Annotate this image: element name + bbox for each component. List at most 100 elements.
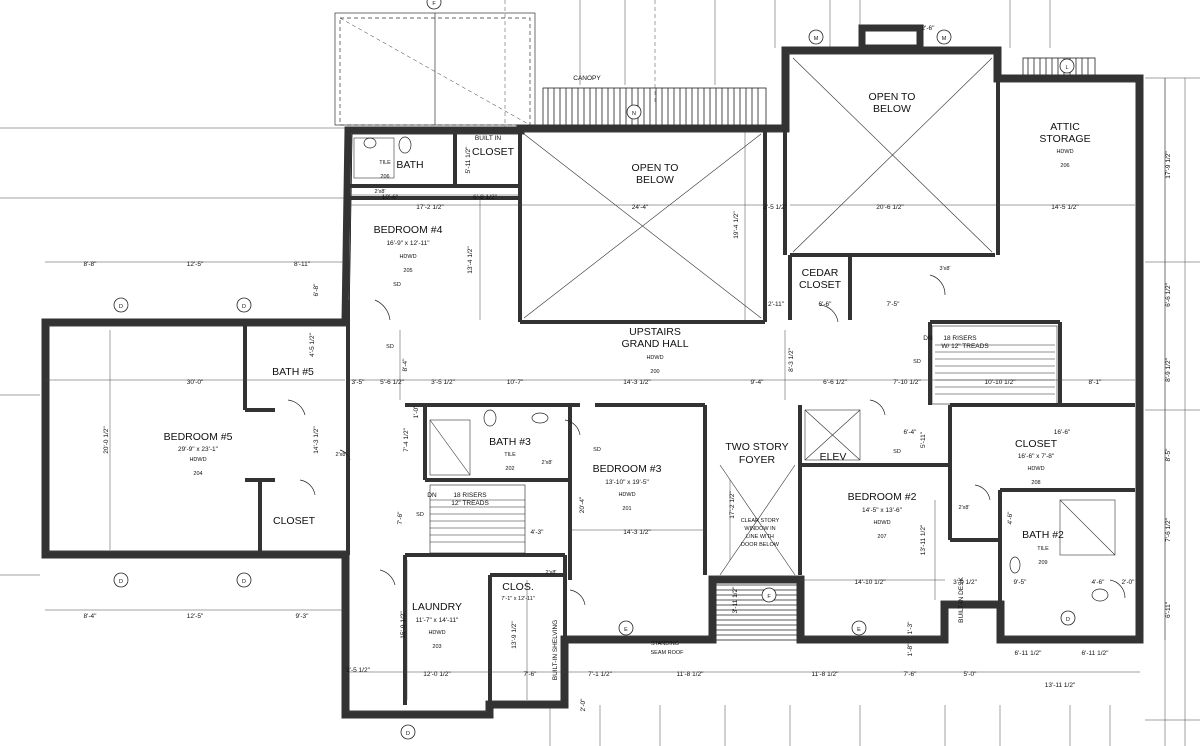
- interior-walls: [243, 78, 1135, 705]
- dim: 14'-5 1/2": [1051, 204, 1079, 211]
- dim: 14'-10 1/2": [854, 579, 886, 586]
- grid-letter: M: [942, 36, 947, 42]
- dim: 19'-4 1/2": [733, 211, 740, 239]
- finish-tag: HDWD: [399, 254, 416, 260]
- room-name-closet208: CLOSET: [1015, 438, 1058, 450]
- room-name-bath4: BATH: [396, 159, 423, 171]
- dim: 15'-9 1/2": [400, 611, 407, 639]
- finish-tag: HDWD: [1027, 466, 1044, 472]
- dim: 13'-9 1/2": [511, 621, 518, 649]
- dim: 9'-5": [1014, 579, 1028, 586]
- grid-letter: N: [632, 111, 636, 117]
- finish-tag: HDWD: [618, 492, 635, 498]
- open-below-right-line2: BELOW: [873, 103, 911, 115]
- note-canopy: CANOPY: [573, 75, 601, 82]
- finish-tag: HDWD: [873, 520, 890, 526]
- dim: 16'-6": [1054, 429, 1071, 436]
- dim: 14'-3 1/2": [623, 529, 651, 536]
- dim: 4'-6": [1007, 511, 1014, 525]
- exterior-walls-inner: [48, 53, 1137, 712]
- dim: 13'-4 1/2": [467, 246, 474, 274]
- note-dn: DN: [427, 492, 437, 499]
- room-name-foyer-2: FOYER: [739, 454, 776, 466]
- room-size: 11'-7" x 14'-11": [416, 617, 459, 624]
- room-number: 209: [1038, 560, 1047, 566]
- note-builtin: BUILT IN: [475, 135, 501, 142]
- plumbing-fixtures: [363, 136, 1109, 602]
- sd-tag: SD: [416, 512, 424, 518]
- sd-tag: SD: [893, 449, 901, 455]
- dim: 5'-0": [964, 671, 978, 678]
- dim: 8'-8": [84, 261, 98, 268]
- dim: 13'-11 1/2": [920, 524, 927, 555]
- dim: 5'-6 1/2": [380, 379, 404, 386]
- room-name-clos: CLOS.: [502, 581, 534, 593]
- room-name-closet: CLOSET: [472, 146, 515, 158]
- room-number: 206: [380, 174, 389, 180]
- grid-letter: E: [857, 627, 861, 633]
- dim: 5'-11": [920, 431, 927, 448]
- finish-tag: HDWD: [189, 457, 206, 463]
- dim: 4'-3": [531, 529, 545, 536]
- grid-bubbles: [113, 0, 1076, 740]
- room-name-attic-1: ATTIC: [1050, 121, 1080, 133]
- finish-tag: TILE: [379, 160, 391, 166]
- dim: 8'-1": [1089, 379, 1103, 386]
- dim: 1'-8": [907, 643, 914, 657]
- room-name-bath5: BATH #5: [272, 366, 314, 378]
- door-size: 3'x8': [940, 266, 951, 272]
- grid-letter: D: [406, 731, 410, 737]
- dim: 11'-8 1/2": [812, 671, 840, 678]
- dim: 6'-11 1/2": [1015, 650, 1043, 657]
- dim: 3'-5": [352, 379, 366, 386]
- door-size: 2'x8': [375, 189, 386, 195]
- dim: 17'-2 1/2": [729, 491, 736, 519]
- dim: 2'-5 1/2": [763, 204, 787, 211]
- door-size: 2'x8': [336, 452, 347, 458]
- dim: 10'-7": [507, 379, 524, 386]
- note-stairs: 12" TREADS: [451, 500, 489, 507]
- room-number: 205: [403, 268, 412, 274]
- dim: 8'-5": [1165, 448, 1172, 462]
- room-name-closet5: CLOSET: [273, 515, 316, 527]
- room-size: 16'-9" x 12'-11": [386, 240, 430, 247]
- dim: 6'-4": [904, 429, 918, 436]
- grid-letter: D: [119, 304, 123, 310]
- dim: 7'-6": [524, 671, 538, 678]
- grid-letter: D: [119, 579, 123, 585]
- dim: 12'-0 1/2": [423, 671, 451, 678]
- dim: 20'-0 1/2": [103, 426, 110, 454]
- dim: 8'-4": [402, 358, 409, 372]
- dim: 2'-0": [1122, 579, 1136, 586]
- note-clear-story: DOOR BELOW: [741, 542, 780, 548]
- finish-tag: HDWD: [646, 355, 663, 361]
- grid-letter: D: [242, 304, 246, 310]
- dim: 9'-3": [296, 613, 310, 620]
- dim: 17'-9 1/2": [1165, 151, 1172, 179]
- room-number: 200: [650, 369, 659, 375]
- note-desk: BUILT-IN DESK: [958, 576, 965, 622]
- dim: 24'-4": [632, 204, 649, 211]
- grid-letter: D: [1066, 617, 1070, 623]
- dim: 8'-9 1/2": [1165, 357, 1172, 381]
- door-size: 2'x8': [546, 570, 557, 576]
- dim: 6'-11": [1165, 601, 1172, 618]
- sd-tag: SD: [386, 344, 394, 350]
- room-number: 204: [193, 471, 202, 477]
- dim: 7'-6": [397, 511, 404, 525]
- room-number: 207: [877, 534, 886, 540]
- sd-tag: SD: [913, 359, 921, 365]
- room-name-cedar-1: CEDAR: [802, 267, 839, 279]
- room-name-hall-1: UPSTAIRS: [629, 326, 681, 338]
- dim: 1'-0": [413, 405, 420, 419]
- room-number: 202: [505, 466, 514, 472]
- dim: 14'-3 1/2": [623, 379, 651, 386]
- room-name-bedroom3: BEDROOM #3: [593, 463, 662, 475]
- dim: 11'-8 1/2": [677, 671, 705, 678]
- labels: CANOPY D D D D D D E E F F N M M L BATH …: [84, 1, 1136, 737]
- room-size: 14'-5" x 13'-6": [862, 507, 903, 514]
- note-shelving: BUILT-IN SHELVING: [552, 620, 559, 680]
- dim: 2'-5 1/2": [346, 667, 370, 674]
- grid-letter: F: [767, 594, 771, 600]
